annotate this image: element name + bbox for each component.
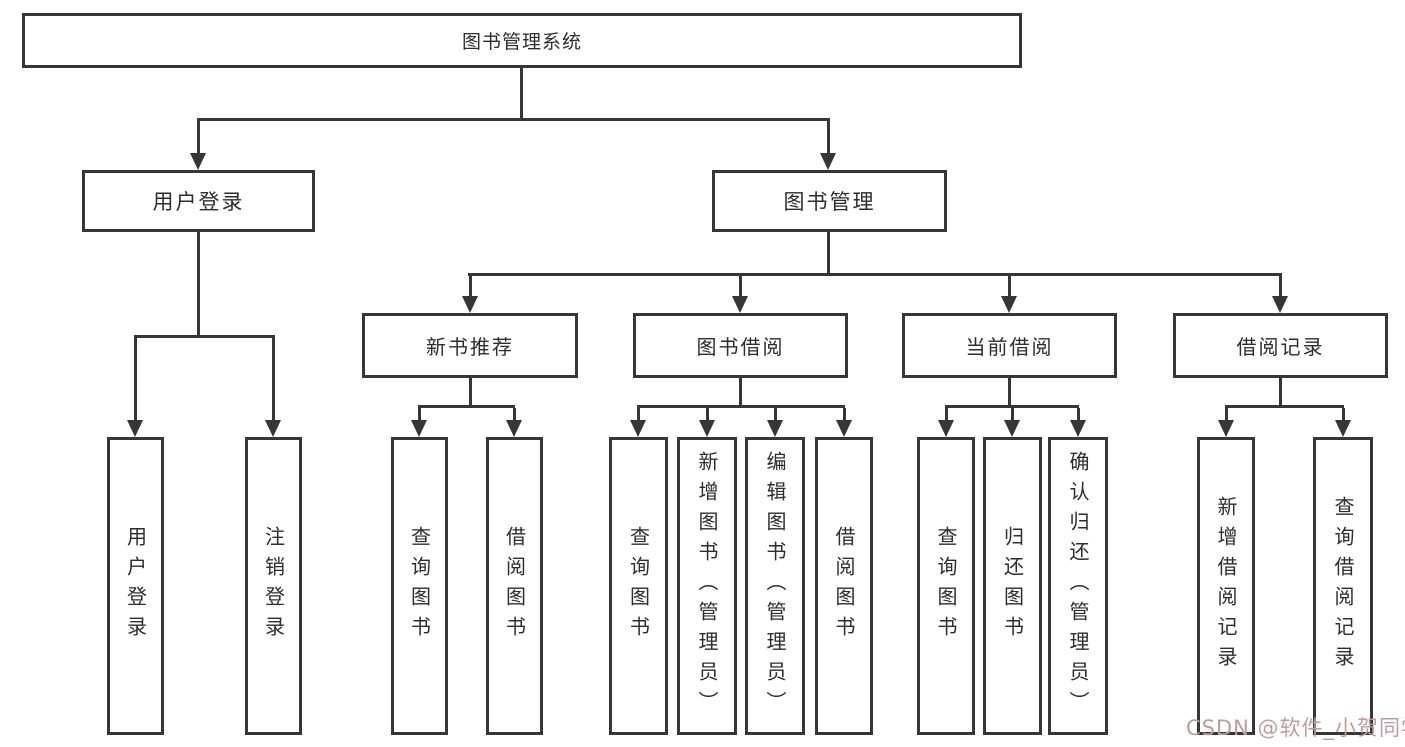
connector-book-mgmt-stem [827, 232, 830, 273]
connector-leaf-drop [272, 338, 275, 420]
arrowhead-down-icon [699, 420, 715, 437]
leaf-add-book-admin: 新增图书（管理员） [677, 437, 737, 735]
connector-header-drop [1008, 276, 1011, 296]
arrowhead-down-icon [836, 420, 852, 437]
watermark-text: CSDN @软件_小贺同学 [1186, 716, 1405, 740]
node-label: 查询图书 [407, 526, 432, 646]
connector-group-stem [1279, 378, 1282, 405]
leaf-query-borrow-record: 查询借阅记录 [1313, 437, 1373, 735]
node-library-management-system: 图书管理系统 [22, 13, 1022, 68]
node-label: 注销登录 [261, 526, 286, 646]
connector-leaf-drop [843, 408, 846, 420]
arrowhead-down-icon [506, 420, 522, 437]
connector-leaf-drop [1342, 408, 1345, 420]
connector-group-branch [945, 405, 1079, 408]
node-label: 用户登录 [123, 526, 148, 646]
connector-root-drop [520, 68, 523, 118]
node-label: 归还图书 [1000, 526, 1025, 646]
node-label: 新增图书（管理员） [695, 451, 719, 721]
leaf-user-login: 用户登录 [107, 437, 164, 735]
arrowhead-down-icon [190, 153, 206, 170]
node-label: 查询图书 [626, 526, 651, 646]
connector-group-branch [418, 405, 515, 408]
arrowhead-down-icon [1070, 420, 1086, 437]
connector-leaf-drop [513, 408, 516, 420]
connector-group-branch [1225, 405, 1344, 408]
node-label: 确认归还（管理员） [1066, 451, 1090, 721]
connector-leaf-drop [945, 408, 948, 420]
leaf-borrow-books-recommend: 借阅图书 [486, 437, 543, 735]
connector-leaf-drop [1225, 408, 1228, 420]
arrowhead-down-icon [630, 420, 646, 437]
arrowhead-down-icon [732, 296, 748, 313]
arrowhead-down-icon [820, 153, 836, 170]
connector-group-stem [1008, 378, 1011, 405]
leaf-query-books-current: 查询图书 [917, 437, 975, 735]
connector-leaf-drop [134, 338, 137, 420]
node-label: 新书推荐 [426, 335, 514, 359]
node-label: 图书管理 [783, 190, 876, 214]
node-label: 借阅记录 [1236, 335, 1325, 359]
node-label: 编辑图书（管理员） [763, 451, 787, 721]
arrowhead-down-icon [1272, 296, 1288, 313]
connector-user-login-drop [197, 121, 200, 155]
arrowhead-down-icon [938, 420, 954, 437]
node-new-book-recommend: 新书推荐 [362, 313, 578, 378]
node-label: 图书借阅 [696, 335, 785, 359]
arrowhead-down-icon [127, 420, 143, 437]
connector-leaf-drop [637, 408, 640, 420]
leaf-query-books-recommend: 查询图书 [391, 437, 448, 735]
connector-leaf-drop [1077, 408, 1080, 420]
leaf-add-borrow-record: 新增借阅记录 [1197, 437, 1255, 735]
connector-header-drop [1279, 276, 1282, 296]
connector-level2-branch [197, 118, 830, 121]
connector-leaf-drop [774, 408, 777, 420]
arrowhead-down-icon [462, 296, 478, 313]
leaf-edit-book-admin: 编辑图书（管理员） [745, 437, 805, 735]
node-label: 图书管理系统 [461, 31, 582, 53]
leaf-logout: 注销登录 [245, 437, 302, 735]
node-current-borrow: 当前借阅 [902, 313, 1117, 378]
connector-level3-branch [468, 273, 1282, 276]
arrowhead-down-icon [411, 420, 427, 437]
arrowhead-down-icon [1218, 420, 1234, 437]
connector-leaf-drop [418, 408, 421, 420]
leaf-borrow-books: 借阅图书 [815, 437, 873, 735]
connector-book-mgmt-drop [827, 121, 830, 155]
connector-group-stem [739, 378, 742, 405]
connector-header-drop [739, 276, 742, 296]
node-label: 新增借阅记录 [1214, 496, 1238, 676]
connector-leaf-drop [1011, 408, 1014, 420]
node-label: 查询借阅记录 [1331, 496, 1355, 676]
arrowhead-down-icon [265, 420, 281, 437]
arrowhead-down-icon [767, 420, 783, 437]
connector-group-stem [469, 378, 472, 405]
node-label: 借阅图书 [502, 526, 527, 646]
arrowhead-down-icon [1004, 420, 1020, 437]
node-user-login: 用户登录 [82, 170, 315, 232]
node-label: 用户登录 [152, 190, 245, 214]
leaf-confirm-return-admin: 确认归还（管理员） [1048, 437, 1108, 735]
connector-user-login-branch [134, 335, 275, 338]
node-book-borrow: 图书借阅 [633, 313, 848, 378]
node-label: 借阅图书 [832, 526, 856, 646]
connector-leaf-drop [706, 408, 709, 420]
connector-user-login-stem [197, 232, 200, 335]
leaf-return-books: 归还图书 [983, 437, 1042, 735]
node-borrow-records: 借阅记录 [1173, 313, 1388, 378]
arrowhead-down-icon [1001, 296, 1017, 313]
connector-header-drop [469, 276, 472, 296]
node-label: 当前借阅 [965, 335, 1054, 359]
leaf-query-books-borrow: 查询图书 [609, 437, 668, 735]
connector-group-branch [637, 405, 845, 408]
node-book-management: 图书管理 [712, 170, 947, 232]
arrowhead-down-icon [1335, 420, 1351, 437]
node-label: 查询图书 [934, 526, 958, 646]
